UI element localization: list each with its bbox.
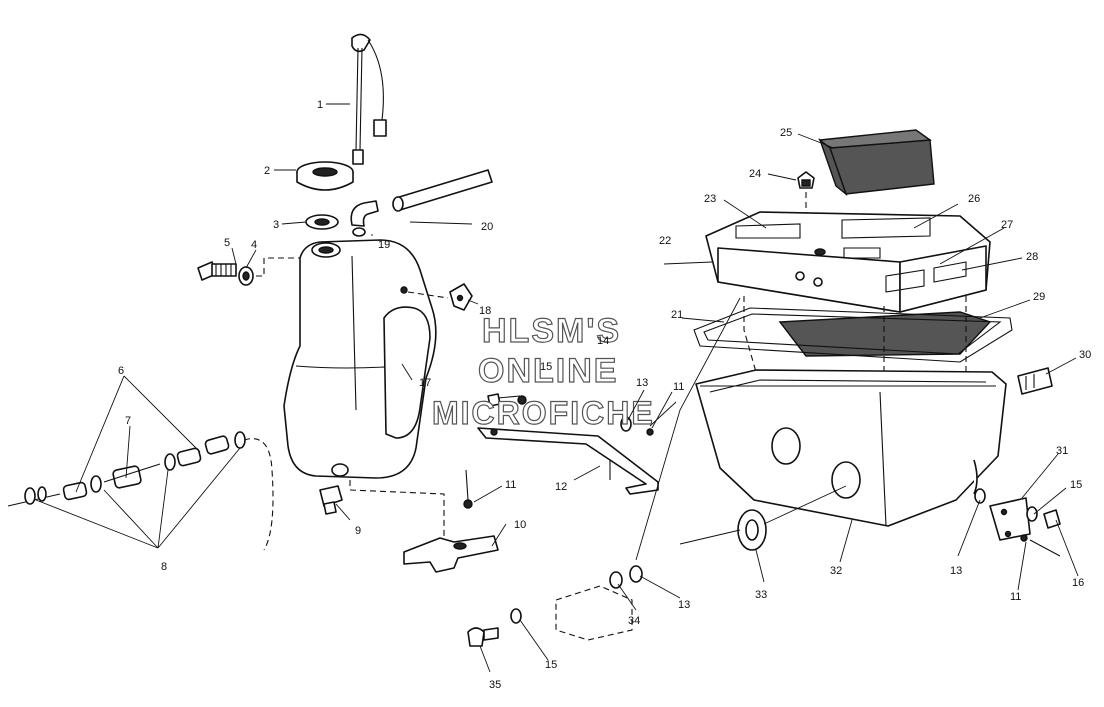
callout-1: 1 <box>317 99 323 111</box>
watermark: HLSM'S ONLINE MICROFICHE <box>431 311 655 431</box>
foam-filter-block <box>818 129 935 197</box>
lower-washer <box>510 608 522 624</box>
callout-13b: 13 <box>950 565 962 577</box>
bracket-nut <box>620 416 654 436</box>
callout-27: 27 <box>1001 219 1013 231</box>
fuel-line-assembly <box>7 431 246 507</box>
tank-bracket <box>449 283 473 311</box>
callout-13a: 13 <box>636 377 648 389</box>
callout-5: 5 <box>224 237 230 249</box>
callout-7: 7 <box>125 415 131 427</box>
watermark-line-3: MICROFICHE <box>432 395 655 431</box>
callout-2: 2 <box>264 165 270 177</box>
callout-16: 16 <box>1072 577 1084 589</box>
callout-labels: 1 2 3 4 5 6 7 8 9 10 11 11 11 12 13 13 1… <box>118 99 1091 691</box>
callout-15c: 15 <box>545 659 557 671</box>
cap-gasket <box>305 214 339 230</box>
lower-bracket-block <box>555 585 633 641</box>
callout-9: 9 <box>355 525 361 537</box>
bolt-right <box>1020 509 1061 557</box>
wing-nut <box>797 171 815 189</box>
vent-hose <box>392 169 493 212</box>
grommet <box>737 509 767 551</box>
fuel-tank <box>283 239 437 479</box>
callout-25: 25 <box>780 127 792 139</box>
leader-lines <box>35 103 1079 673</box>
callout-11a: 11 <box>505 479 516 491</box>
callout-6: 6 <box>118 365 124 377</box>
bracket-bolt <box>487 393 527 407</box>
callout-26: 26 <box>968 193 980 205</box>
callout-33: 33 <box>755 589 767 601</box>
callout-31: 31 <box>1056 445 1068 457</box>
lower-washer-2 <box>609 571 623 589</box>
vent-elbow <box>350 200 379 237</box>
tank-bolt <box>197 261 237 281</box>
callout-21: 21 <box>671 309 683 321</box>
callout-14: 14 <box>597 335 609 347</box>
fuel-cap <box>296 161 354 191</box>
callout-10: 10 <box>514 519 526 531</box>
callout-11c: 11 <box>1010 591 1021 603</box>
lower-nut <box>629 565 643 583</box>
callout-3: 3 <box>273 219 279 231</box>
mount-bolt <box>463 469 473 509</box>
callout-23: 23 <box>704 193 716 205</box>
callout-12: 12 <box>555 481 567 493</box>
air-box-lid <box>705 211 991 313</box>
callout-32: 32 <box>830 565 842 577</box>
support-bracket <box>477 427 659 495</box>
callout-35: 35 <box>489 679 501 691</box>
bracket-nut-right <box>974 488 986 504</box>
callout-15b: 15 <box>1070 479 1082 491</box>
callout-34: 34 <box>628 615 640 627</box>
mounting-bracket-right <box>989 497 1031 541</box>
callout-17: 17 <box>419 377 431 389</box>
watermark-line-2: ONLINE <box>478 352 618 390</box>
watermark-line-1: HLSM'S <box>482 312 621 350</box>
callout-30: 30 <box>1079 349 1091 361</box>
foam-filter-element <box>778 311 992 357</box>
fuel-gauge-dipstick <box>351 33 387 165</box>
callout-20: 20 <box>481 221 493 233</box>
callout-19: 19 <box>378 239 390 251</box>
callout-29: 29 <box>1033 291 1045 303</box>
fuel-fitting <box>319 485 343 515</box>
callout-8: 8 <box>161 561 167 573</box>
air-box-body <box>695 369 1007 527</box>
callout-11b: 11 <box>673 381 684 393</box>
callout-24: 24 <box>749 168 761 180</box>
box-clip <box>1017 367 1053 395</box>
lower-bolt <box>467 627 499 647</box>
callout-13c: 13 <box>678 599 690 611</box>
callout-22: 22 <box>659 235 671 247</box>
callout-18: 18 <box>479 305 491 317</box>
tank-washer <box>238 266 254 286</box>
callout-15a: 15 <box>540 361 552 373</box>
washer-right <box>1026 506 1038 522</box>
tank-mount-bracket <box>403 535 499 573</box>
callout-28: 28 <box>1026 251 1038 263</box>
callout-4: 4 <box>251 239 257 251</box>
